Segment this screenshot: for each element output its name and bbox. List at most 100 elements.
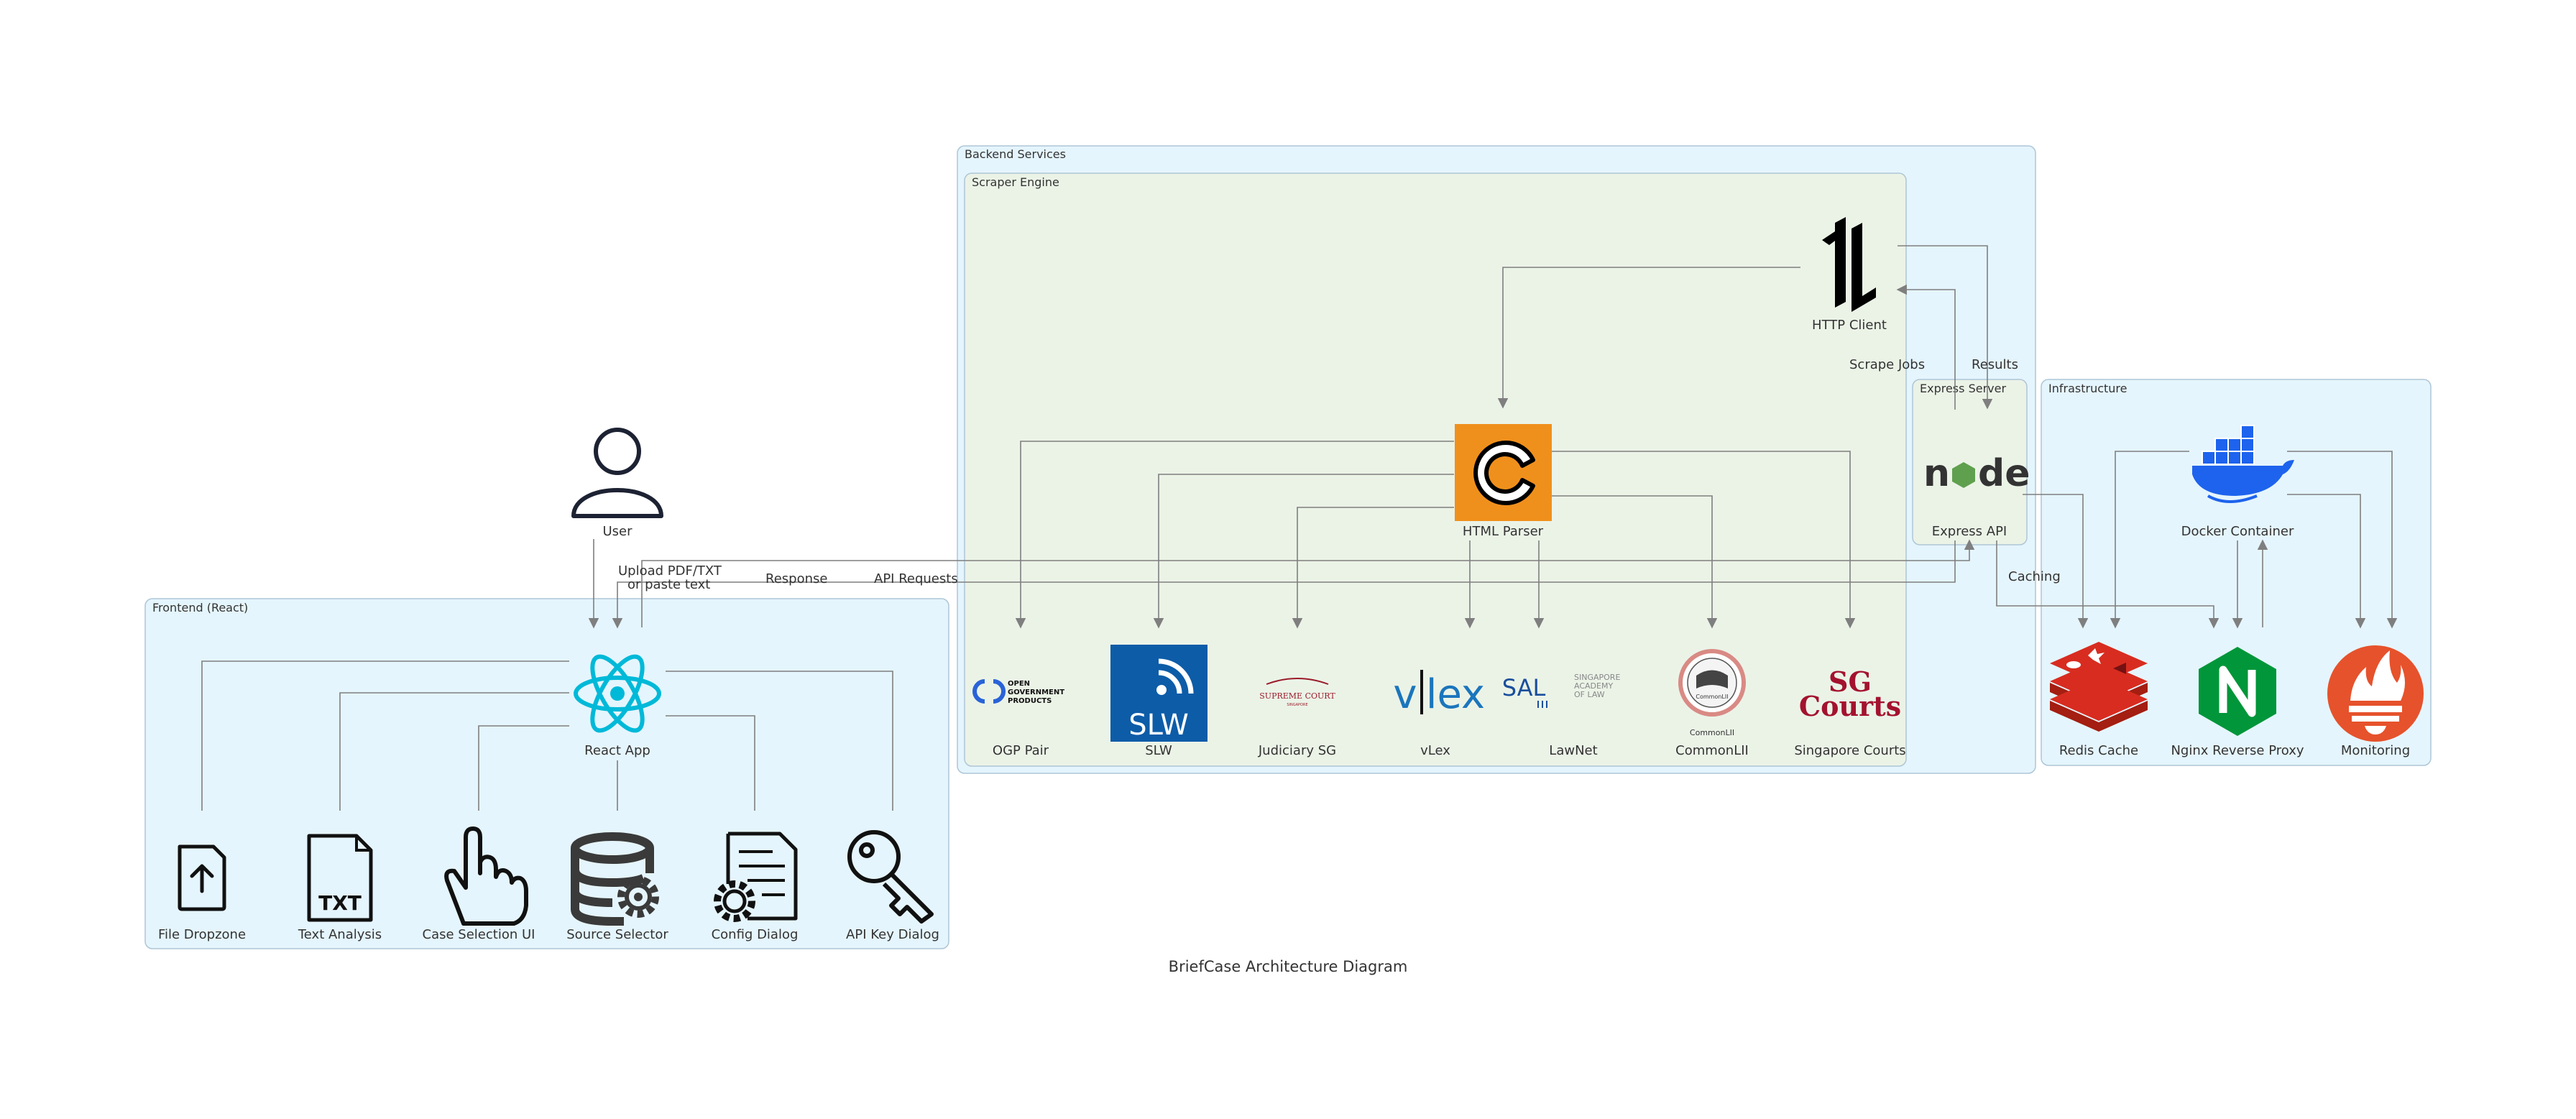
hand-pointer-icon: [444, 826, 528, 926]
cluster-infra-label: Infrastructure: [2048, 382, 2127, 395]
prometheus-icon: [2327, 645, 2424, 742]
node-text-analysis[interactable]: TXT Text Analysis: [298, 834, 382, 942]
node-commonlii-label: CommonLII: [1675, 743, 1749, 758]
edge-caching: [1996, 540, 2220, 629]
edge-label-api-requests: API Requests: [874, 571, 958, 586]
node-docker[interactable]: Docker Container: [2181, 425, 2294, 539]
node-user[interactable]: User: [571, 428, 663, 539]
node-text-analysis-label: Text Analysis: [298, 927, 382, 942]
edge-docker-monitoring-b: [2287, 451, 2398, 629]
edge-label-upload-2: or paste text: [627, 577, 710, 592]
node-ogp[interactable]: OPEN GOVERNMENT PRODUCTS OGP Pair: [972, 679, 1064, 758]
node-file-dropzone[interactable]: File Dropzone: [158, 844, 246, 942]
node-vlex[interactable]: v lex vLex: [1393, 670, 1485, 758]
svg-text:CommonLII: CommonLII: [1696, 694, 1728, 700]
node-redis[interactable]: Redis Cache: [2050, 642, 2148, 758]
node-case-selection[interactable]: Case Selection UI: [423, 826, 535, 942]
txt-file-icon: TXT: [307, 834, 373, 922]
node-monitoring-label: Monitoring: [2341, 743, 2410, 758]
edge-parser-judiciary: [1292, 507, 1454, 629]
node-case-selection-label: Case Selection UI: [423, 927, 535, 942]
edge-react-express: [641, 539, 1975, 627]
node-monitoring[interactable]: Monitoring: [2327, 645, 2424, 758]
cluster-frontend: Frontend (React): [144, 598, 949, 949]
cluster-infrastructure: Infrastructure: [2041, 379, 2432, 766]
ogp-logo: OPEN GOVERNMENT PRODUCTS: [972, 679, 1064, 705]
node-config-dialog[interactable]: Config Dialog: [712, 832, 799, 942]
edge-results: [1898, 245, 1993, 410]
svg-text:SINGAPORE: SINGAPORE: [1574, 673, 1620, 682]
edge-docker-monitoring-a: [2287, 494, 2366, 629]
svg-text:de: de: [1978, 452, 2030, 495]
supreme-court-logo: SUPREME COURT SINGAPORE: [1259, 678, 1335, 707]
svg-text:GOVERNMENT: GOVERNMENT: [1008, 689, 1064, 696]
edge-http-parser: [1497, 267, 1800, 409]
node-slw-label: SLW: [1145, 743, 1172, 758]
node-nginx-label: Nginx Reverse Proxy: [2171, 743, 2304, 758]
edges: [201, 245, 2398, 811]
edge-parser-ogp: [1015, 441, 1454, 629]
node-sg-courts[interactable]: SG Courts Singapore Courts: [1794, 666, 1905, 758]
node-slw[interactable]: SLW SLW: [1110, 645, 1208, 758]
cluster-express-label: Express Server: [1920, 382, 2006, 395]
node-commonlii[interactable]: CommonLII CommonLII CommonLII: [1675, 649, 1749, 758]
svg-text:SINGAPORE: SINGAPORE: [1287, 703, 1307, 707]
svg-text:n: n: [1923, 452, 1950, 495]
svg-text:OF LAW: OF LAW: [1574, 690, 1605, 699]
node-express-label: Express API: [1932, 524, 2007, 539]
node-user-label: User: [602, 524, 632, 539]
edge-label-upload-1: Upload PDF/TXT: [618, 563, 722, 579]
edge-scrape-jobs: [1896, 284, 1956, 410]
document-gear-icon: [714, 832, 798, 922]
edge-label-results: Results: [1972, 357, 2018, 372]
edge-react-dropzone: [201, 660, 569, 811]
file-upload-icon: [178, 844, 226, 911]
node-sg-courts-label: Singapore Courts: [1794, 743, 1905, 758]
sal-logo: SAL SINGAPORE ACADEMY OF LAW: [1502, 673, 1620, 708]
edge-react-apikey: [666, 671, 893, 811]
node-ogp-label: OGP Pair: [993, 743, 1049, 758]
node-express-api[interactable]: n de Express API: [1923, 452, 2030, 539]
svg-text:Courts: Courts: [1799, 690, 1901, 722]
svg-text:PRODUCTS: PRODUCTS: [1008, 697, 1052, 705]
cluster-scraper-label: Scraper Engine: [972, 175, 1059, 189]
node-api-key-dialog[interactable]: API Key Dialog: [846, 830, 939, 942]
edge-parser-commonlii: [1552, 495, 1718, 629]
edge-parser-sgcourts: [1552, 451, 1856, 629]
key-icon: [847, 830, 934, 924]
node-redis-label: Redis Cache: [2059, 743, 2138, 758]
node-source-selector-label: Source Selector: [566, 927, 668, 942]
node-file-dropzone-label: File Dropzone: [158, 927, 246, 942]
node-http-client[interactable]: HTTP Client: [1812, 217, 1887, 333]
node-react-label: React App: [584, 743, 650, 758]
cluster-frontend-label: Frontend (React): [152, 601, 248, 614]
diagram-title: BriefCase Architecture Diagram: [1169, 958, 1408, 975]
slw-logo: SLW: [1110, 645, 1208, 742]
edge-label-caching: Caching: [2008, 569, 2061, 584]
node-source-selector[interactable]: Source Selector: [566, 832, 668, 942]
redis-icon: [2050, 642, 2148, 732]
nginx-icon: [2199, 647, 2276, 736]
sg-courts-logo: SG Courts: [1799, 666, 1901, 722]
user-icon: [571, 428, 663, 518]
node-nginx[interactable]: Nginx Reverse Proxy: [2171, 647, 2304, 758]
vlex-logo: v lex: [1393, 670, 1485, 718]
nodejs-icon: n de: [1923, 452, 2030, 495]
cluster-express-server: Express Server: [1912, 379, 2028, 545]
edge-label-response: Response: [765, 571, 827, 586]
node-html-parser[interactable]: HTML Parser: [1455, 424, 1552, 539]
svg-text:SLW: SLW: [1128, 709, 1189, 742]
svg-text:CommonLII: CommonLII: [1690, 728, 1734, 737]
node-react-app[interactable]: React App: [574, 650, 661, 758]
database-gear-icon: [571, 832, 659, 926]
svg-text:v: v: [1393, 671, 1417, 718]
node-judiciary[interactable]: SUPREME COURT SINGAPORE Judiciary SG: [1258, 678, 1336, 758]
edge-react-caseselection: [478, 725, 569, 811]
svg-text:SUPREME COURT: SUPREME COURT: [1259, 691, 1335, 701]
edge-parser-slw: [1153, 474, 1454, 629]
node-http-client-label: HTTP Client: [1812, 318, 1887, 333]
node-api-key-label: API Key Dialog: [846, 927, 939, 942]
edge-react-config: [666, 715, 755, 811]
node-lawnet[interactable]: SAL SINGAPORE ACADEMY OF LAW LawNet: [1502, 673, 1621, 758]
